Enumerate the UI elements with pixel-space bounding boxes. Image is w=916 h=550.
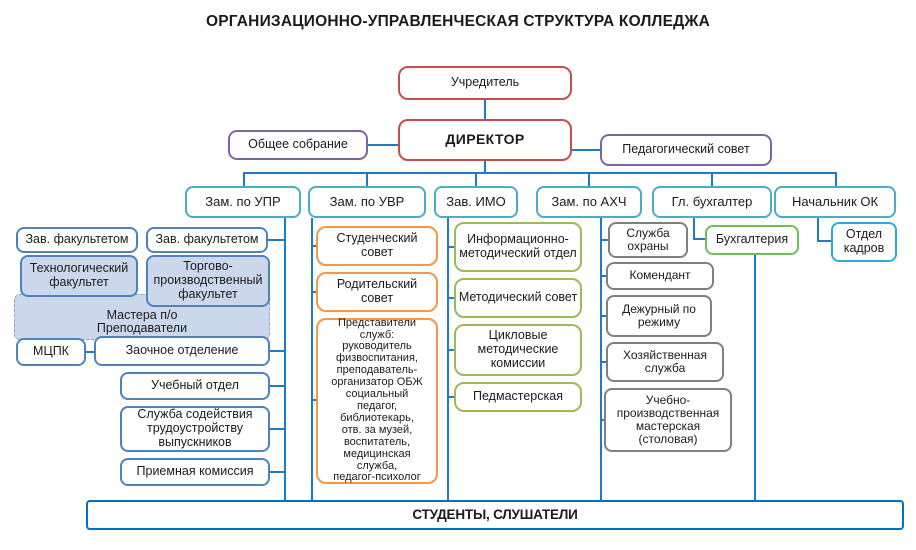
connector-line (311, 245, 317, 247)
connector-line (311, 399, 317, 401)
node-method-council: Методический совет (454, 278, 582, 318)
node-student-council: Студенческий совет (316, 226, 438, 266)
node-faculty-head-2: Зав. факультетом (146, 227, 268, 253)
node-study-dept: Учебный отдел (120, 372, 270, 400)
connector-line (572, 149, 600, 151)
connector-line (711, 172, 713, 186)
connector-line (693, 218, 695, 240)
node-parents-council: Родительский совет (316, 272, 438, 312)
connector-line (600, 361, 608, 363)
connector-line (270, 428, 284, 430)
connector-line (817, 240, 833, 242)
node-household-service: Хозяйственная служба (606, 342, 724, 382)
connector-line (835, 172, 837, 186)
node-admissions: Приемная комиссия (120, 458, 270, 486)
connector-line (588, 172, 590, 186)
connector-line (311, 291, 317, 293)
connector-line (368, 144, 398, 146)
node-deputy-ahch: Зам. по АХЧ (536, 186, 642, 218)
node-deputy-upr: Зам. по УПР (185, 186, 301, 218)
connector-line (600, 315, 608, 317)
connector-line (86, 351, 94, 353)
connector-line (447, 396, 455, 398)
connector-line (754, 255, 756, 500)
node-founder: Учредитель (398, 66, 572, 100)
node-students: СТУДЕНТЫ, СЛУШАТЕЛИ (86, 500, 904, 530)
connector-line (268, 239, 284, 241)
node-chief-accountant: Гл. бухгалтер (652, 186, 772, 218)
connector-line (447, 218, 449, 500)
connector-line (693, 238, 707, 240)
node-ped-workshop: Педмастерская (454, 382, 582, 412)
node-duty-officer: Дежурный по режиму (606, 295, 712, 337)
node-tech-faculty: Технологический факультет (20, 255, 138, 297)
connector-line (447, 246, 455, 248)
node-correspondence-dept: Заочное отделение (94, 336, 270, 366)
node-info-method-dept: Информационно-методический отдел (454, 222, 582, 272)
connector-line (484, 100, 486, 119)
node-cycle-commissions: Цикловые методические комиссии (454, 324, 582, 376)
connector-line (484, 161, 486, 174)
node-employment-service: Служба содействия трудоустройству выпуск… (120, 406, 270, 452)
node-director: ДИРЕКТОР (398, 119, 572, 161)
node-hr-dept: Отдел кадров (831, 222, 897, 262)
node-training-workshop: Учебно-производственная мастерская (стол… (604, 388, 732, 452)
node-trade-faculty: Торгово-производственный факультет (146, 255, 270, 307)
chart-title: ОРГАНИЗАЦИОННО-УПРАВЛЕНЧЕСКАЯ СТРУКТУРА … (205, 13, 710, 30)
connector-line (243, 172, 837, 174)
connector-line (284, 218, 286, 500)
node-service-representatives: Представители служб: руководитель физвос… (316, 317, 438, 484)
connector-line (447, 297, 455, 299)
node-general-meeting: Общее собрание (228, 130, 368, 160)
node-head-imo: Зав. ИМО (434, 186, 518, 218)
node-superintendent: Комендант (606, 262, 714, 290)
connector-line (475, 172, 477, 186)
node-mcpk: МЦПК (16, 338, 86, 366)
connector-line (311, 218, 313, 500)
node-faculty-head-1: Зав. факультетом (16, 227, 138, 253)
connector-line (243, 172, 245, 186)
node-deputy-uvr: Зам. по УВР (308, 186, 426, 218)
node-pedagogical-council: Педагогический совет (600, 134, 772, 166)
connector-line (270, 385, 284, 387)
connector-line (366, 172, 368, 186)
node-accounting: Бухгалтерия (705, 225, 799, 255)
connector-line (817, 218, 819, 242)
connector-line (600, 275, 608, 277)
connector-line (600, 218, 602, 500)
node-hr-chief: Начальник ОК (774, 186, 896, 218)
connector-line (447, 349, 455, 351)
connector-line (270, 471, 284, 473)
connector-line (270, 350, 284, 352)
node-security-service: Служба охраны (608, 222, 688, 258)
connector-line (600, 239, 609, 241)
